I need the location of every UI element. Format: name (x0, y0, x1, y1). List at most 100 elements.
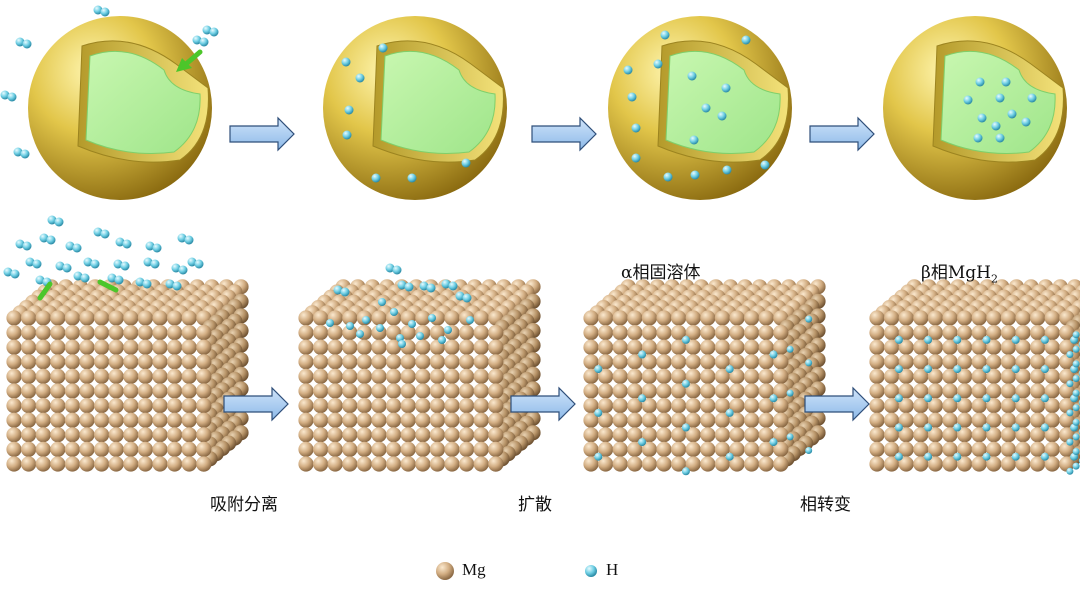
mg-atom (488, 413, 503, 428)
h-atom (953, 453, 961, 461)
core-shell-sphere-3 (608, 16, 792, 200)
mg-atom (613, 310, 628, 325)
mg-atom (6, 325, 21, 340)
mg-atom (869, 383, 884, 398)
h-atom (638, 394, 646, 402)
mg-atom (656, 369, 671, 384)
mg-atom (474, 427, 489, 442)
mg-atom (488, 383, 503, 398)
mg-atom (138, 340, 153, 355)
mg-atom (899, 310, 914, 325)
h-atom (895, 424, 903, 432)
mg-atom (313, 369, 328, 384)
mg-atom (50, 383, 65, 398)
h-atom (151, 260, 160, 269)
mg-atom (167, 325, 182, 340)
mg-atom (94, 310, 109, 325)
mg-atom (744, 325, 759, 340)
mg-atom (773, 369, 788, 384)
mg-atom (729, 310, 744, 325)
mg-atom (50, 354, 65, 369)
h-atom (1073, 346, 1080, 353)
h-atom (153, 244, 162, 253)
h-atom (761, 161, 770, 170)
mg-atom (401, 427, 416, 442)
mg-atom (167, 398, 182, 413)
mg-lattice-cube-2 (298, 279, 540, 471)
mg-atom (744, 427, 759, 442)
h-atom (143, 280, 152, 289)
mg-atom (700, 340, 715, 355)
mg-atom (715, 340, 730, 355)
mg-atom (328, 427, 343, 442)
mg-atom (313, 354, 328, 369)
mg-atom (884, 310, 899, 325)
mg-atom (21, 427, 36, 442)
mg-atom (415, 398, 430, 413)
mg-atom (94, 383, 109, 398)
mg-atom (642, 413, 657, 428)
h-atom (11, 270, 20, 279)
mg-atom (459, 354, 474, 369)
core-shell-sphere-1 (28, 16, 212, 200)
mg-atom (613, 427, 628, 442)
h-atom (682, 467, 690, 475)
mg-atom (642, 456, 657, 471)
core-shell-sphere-4 (883, 16, 1067, 200)
h-atom (723, 166, 732, 175)
mg-atom (94, 340, 109, 355)
mg-atom (869, 325, 884, 340)
mg-atom (613, 340, 628, 355)
h-atom (924, 336, 932, 344)
alpha-phase-label: α相固溶体 (621, 258, 700, 283)
mg-atom (196, 413, 211, 428)
mg-atom (444, 340, 459, 355)
mg-atom (1001, 310, 1016, 325)
mg-atom (182, 413, 197, 428)
mg-atom (759, 413, 774, 428)
mg-atom (50, 398, 65, 413)
mg-atom (744, 354, 759, 369)
mg-atom (869, 340, 884, 355)
h-atom (408, 320, 416, 328)
mg-atom (729, 427, 744, 442)
h-atom (632, 124, 641, 133)
mg-atom (152, 413, 167, 428)
mg-atom (430, 369, 445, 384)
h-atom (718, 112, 727, 121)
h-atom (664, 173, 673, 182)
mg-atom (474, 456, 489, 471)
mg-atom (627, 310, 642, 325)
mg-atom (196, 427, 211, 442)
h-atom (81, 274, 90, 283)
mg-atom (313, 456, 328, 471)
mg-atom (474, 442, 489, 457)
h-atom (1022, 118, 1031, 127)
mg-atom (109, 340, 124, 355)
mg-atom (656, 354, 671, 369)
h-atom (1041, 453, 1049, 461)
mg-atom (613, 413, 628, 428)
mg-atom (36, 427, 51, 442)
mg-atom (598, 340, 613, 355)
mg-atom (686, 442, 701, 457)
legend-mg-label: Mg (462, 560, 486, 580)
h-atom (1073, 390, 1080, 397)
mg-atom (415, 340, 430, 355)
mg-atom (700, 427, 715, 442)
h-atom (770, 438, 778, 446)
mg-atom (94, 413, 109, 428)
h-atom (1066, 351, 1073, 358)
mg-atom (357, 383, 372, 398)
mg-atom (328, 354, 343, 369)
h-atom (195, 260, 204, 269)
mg-atom (459, 456, 474, 471)
mg-atom (415, 427, 430, 442)
h-atom (983, 394, 991, 402)
h-atom (953, 394, 961, 402)
h-atom (742, 36, 751, 45)
h-atom (200, 38, 209, 47)
mg-atom (50, 310, 65, 325)
h-atom (101, 8, 110, 17)
mg-atom (6, 442, 21, 457)
